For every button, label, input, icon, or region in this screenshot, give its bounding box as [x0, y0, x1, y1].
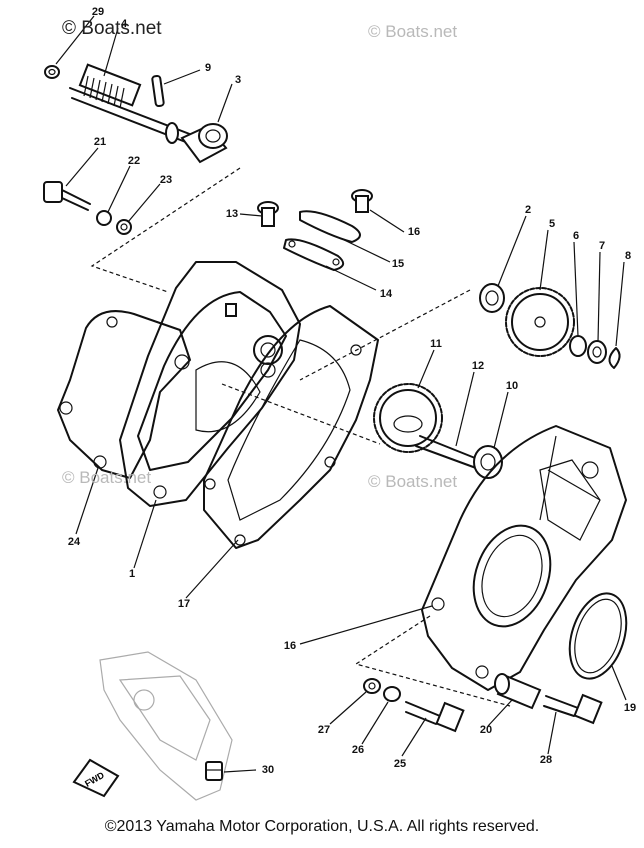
gasket-14	[283, 238, 345, 271]
callout-26: 26	[351, 744, 365, 756]
watermark: © Boats.net	[62, 18, 162, 39]
plate-15	[299, 210, 361, 243]
watermark: © Boats.net	[62, 468, 152, 487]
copyright-footer: ©2013 Yamaha Motor Corporation, U.S.A. A…	[104, 818, 540, 835]
bushing-part	[180, 123, 228, 164]
callout-20: 20	[479, 724, 493, 736]
callout-13: 13	[225, 208, 239, 220]
spacer-20	[494, 673, 542, 710]
callout-23: 23	[159, 174, 173, 186]
callout-2: 2	[524, 204, 532, 216]
bolt-part-21	[43, 181, 91, 211]
callout-19: 19	[623, 702, 637, 714]
bearing-10	[473, 445, 503, 479]
callout-14: 14	[379, 288, 393, 300]
washer-27	[363, 678, 381, 694]
callout-28: 28	[539, 754, 553, 766]
gasket-17	[203, 305, 379, 549]
callout-6: 6	[572, 230, 580, 242]
watermark: © Boats.net	[368, 22, 458, 41]
engine-outline	[99, 651, 233, 801]
washer-22	[96, 210, 112, 226]
o-ring-19	[568, 592, 628, 680]
nut-30	[205, 761, 223, 781]
callout-15: 15	[391, 258, 405, 270]
washer-23	[116, 219, 132, 235]
washer-7	[587, 340, 607, 364]
callout-22: 22	[127, 155, 141, 167]
fwd-arrow: FWD	[72, 758, 120, 798]
bolt-13	[257, 201, 279, 227]
callout-21: 21	[93, 136, 107, 148]
callout-27: 27	[317, 724, 331, 736]
bearing-2	[479, 283, 505, 313]
gear-5	[505, 287, 575, 357]
bolt-16	[351, 189, 373, 213]
shaft-part	[69, 63, 201, 147]
callout-5: 5	[548, 218, 556, 230]
callout-1: 1	[128, 568, 136, 580]
pin-part	[151, 74, 165, 108]
washer-26	[383, 686, 401, 702]
callout-16: 16	[407, 226, 421, 238]
callout-11: 11	[430, 338, 442, 350]
washer-6	[569, 335, 587, 357]
callout-29: 29	[91, 6, 105, 18]
leader-lines	[55, 15, 627, 773]
bolt-28	[543, 693, 603, 725]
callout-25: 25	[393, 758, 407, 770]
callout-24: 24	[67, 536, 81, 548]
gear-11	[373, 383, 443, 453]
callout-9: 9	[204, 62, 212, 74]
callout-7: 7	[598, 240, 606, 252]
washer-part	[44, 65, 60, 79]
callout-18: 16	[283, 640, 297, 652]
housing-18	[421, 425, 627, 691]
callout-4: 4	[120, 18, 128, 30]
callout-12: 12	[471, 360, 485, 372]
watermark: © Boats.net	[368, 472, 458, 491]
clip-8	[608, 347, 621, 369]
callout-30: 30	[261, 764, 275, 776]
shaft-12	[415, 435, 481, 469]
callout-10: 10	[505, 380, 519, 392]
callout-3: 3	[234, 74, 242, 86]
callout-17: 17	[177, 598, 191, 610]
gasket-24	[57, 310, 191, 479]
callout-8: 8	[624, 250, 632, 262]
bolt-25	[405, 701, 465, 733]
